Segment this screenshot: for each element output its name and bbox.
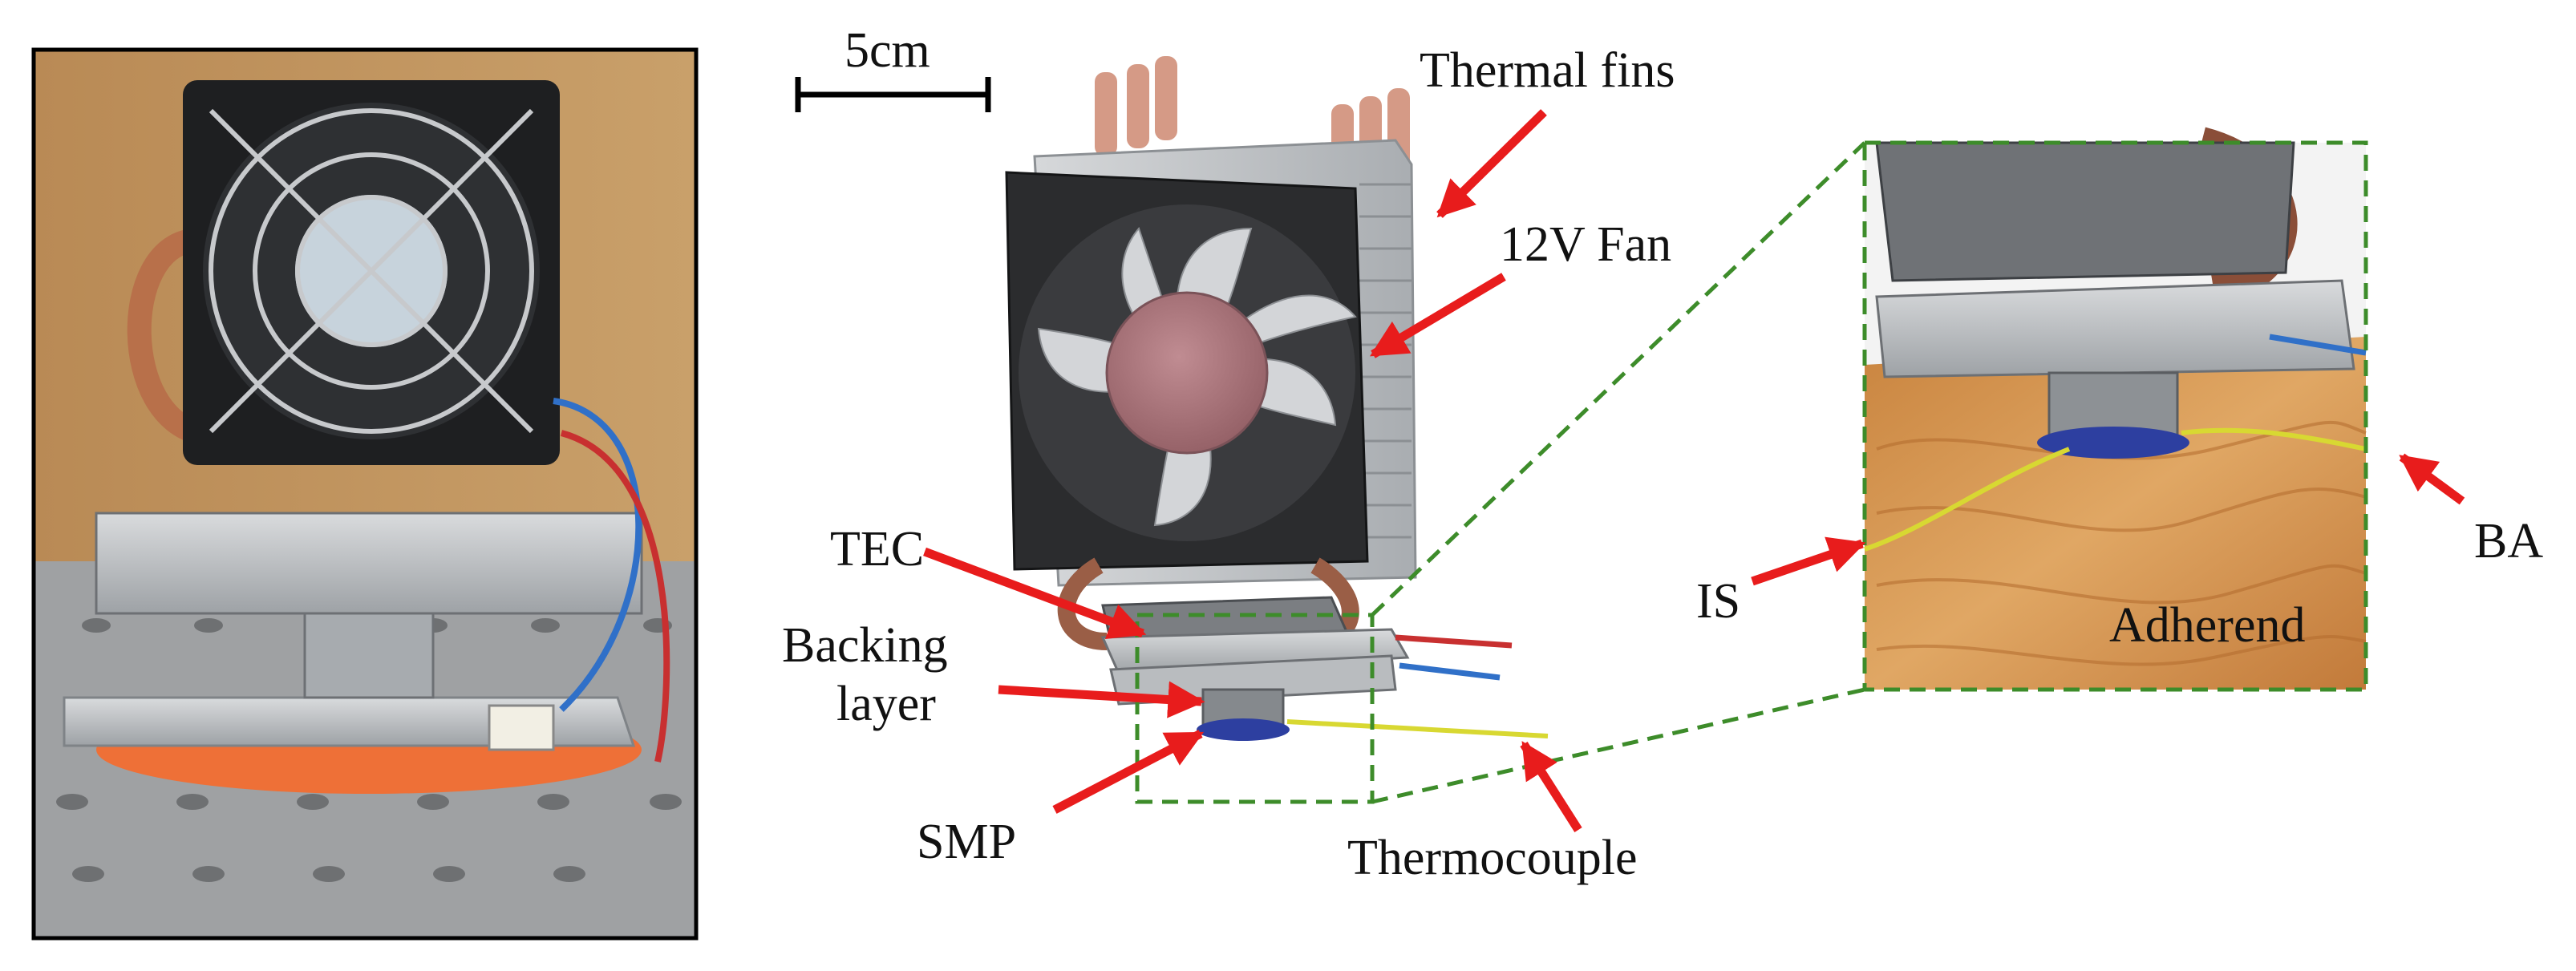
zoom-stem	[2047, 371, 2179, 439]
device-photo	[31, 47, 699, 941]
zoom-wire-ba	[2181, 427, 2367, 451]
render-smp-layer	[1197, 718, 1290, 741]
thermal-fins-arrow	[1436, 109, 1547, 218]
render-fan-hub	[1105, 291, 1269, 455]
zoom-adherend-wood	[1865, 337, 2366, 690]
zoom-wood-grain	[1876, 420, 2367, 666]
adherend-label: Adherend	[2109, 598, 2305, 653]
photo-fan-guard	[209, 108, 534, 434]
is-arrow	[1751, 536, 1866, 586]
render-heat-pipes-lower	[1057, 557, 1108, 650]
is-label: IS	[1696, 574, 1740, 629]
photo-stem	[303, 608, 435, 699]
smp-arrow	[1052, 730, 1205, 814]
tec-arrow	[923, 547, 1147, 640]
photo-wires	[553, 398, 642, 712]
ba-arrow	[2399, 453, 2465, 505]
photo-wires-red	[560, 430, 670, 763]
fan-arrow	[1370, 273, 1506, 358]
render-wire-yellow	[1286, 719, 1549, 738]
zoom-base-plate	[1875, 279, 2355, 378]
zoom-border	[1862, 140, 2368, 692]
zoom-detail: Adherend	[1862, 127, 2368, 692]
zoom-wire-is	[1864, 447, 2071, 552]
thermocouple-label: Thermocouple	[1347, 831, 1638, 885]
zoom-connector-lines	[1371, 141, 1866, 804]
render-base-plate	[1100, 628, 1410, 675]
render-zoom-region	[1135, 613, 1375, 804]
fan-label: 12V Fan	[1500, 217, 1671, 272]
zoom-wire-blue	[2269, 334, 2367, 356]
zoom-tec-block	[1875, 141, 2295, 282]
smp-label: SMP	[917, 815, 1016, 869]
photo-middle-plate	[95, 512, 643, 615]
backing-layer-label-line1: Backing	[782, 618, 948, 673]
render-fin-lines	[1359, 183, 1412, 539]
render-wire-red	[1395, 634, 1513, 649]
render-wire-blue	[1399, 662, 1501, 681]
photo-border	[31, 47, 699, 941]
zoom-smp-layer	[2037, 427, 2189, 459]
photo-heat-pipe	[127, 229, 205, 445]
device-render	[1005, 56, 1549, 804]
ba-label: BA	[2474, 514, 2543, 568]
annotation-arrows	[923, 109, 2465, 832]
scale-bar-label: 5cm	[844, 23, 930, 78]
tec-label: TEC	[830, 522, 924, 577]
backing-layer-label-line2: layer	[836, 677, 936, 731]
scale-bar: 5cm	[795, 23, 991, 112]
thermocouple-arrow	[1520, 741, 1582, 832]
photo-connector	[488, 704, 555, 751]
thermal-fins-label: Thermal fins	[1420, 43, 1675, 98]
backing-layer-arrow	[998, 681, 1205, 718]
